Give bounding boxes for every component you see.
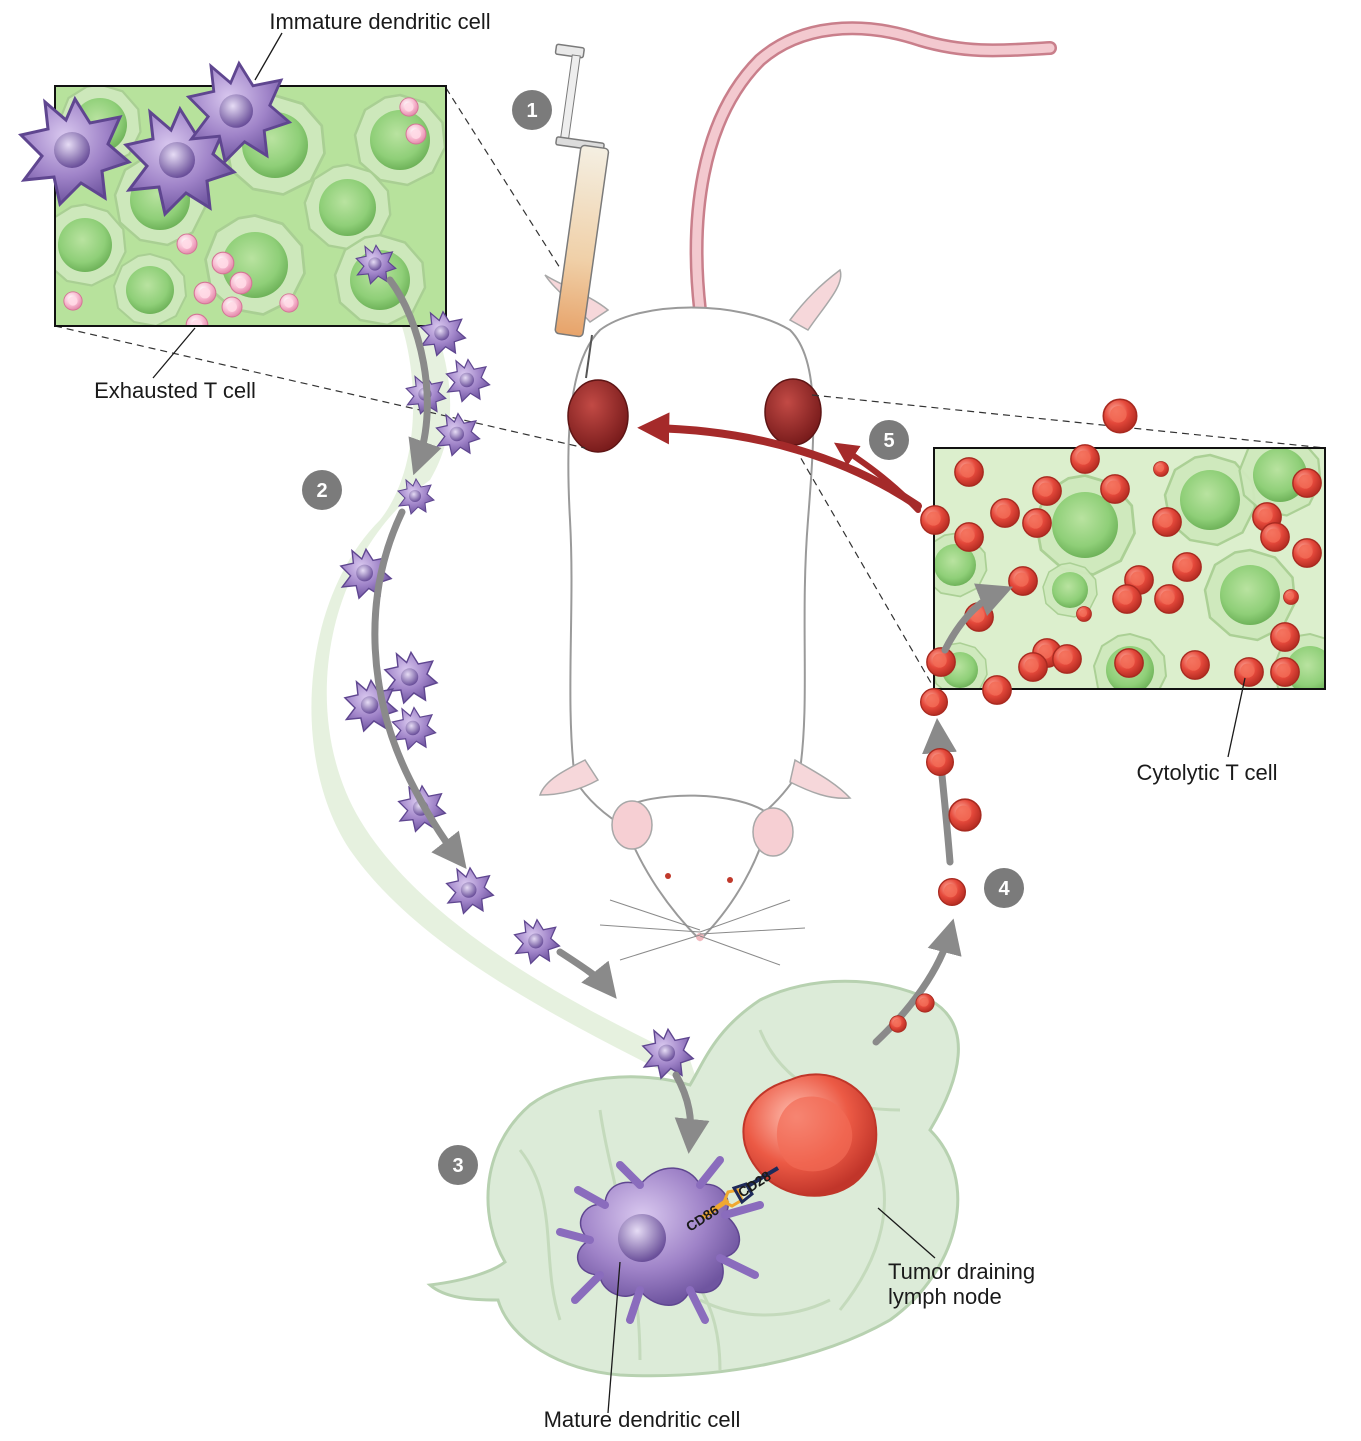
step-badges: 1 2 3 4 5: [302, 90, 1024, 1185]
tumor-left: [567, 379, 629, 453]
svg-text:1: 1: [526, 100, 537, 122]
step-4-badge: 4: [984, 868, 1024, 908]
step-3-badge: 3: [438, 1145, 478, 1185]
label-mature-dc: Mature dendritic cell: [544, 1407, 741, 1432]
cd86-cd28-interaction: [700, 1166, 780, 1221]
zoom-lines: [54, 87, 1326, 689]
leader-lines: [152, 32, 1246, 1414]
label-immature-dc: Immature dendritic cell: [269, 9, 490, 34]
label-cytolytic-t: Cytolytic T cell: [1136, 760, 1277, 785]
tumor-right: [764, 378, 822, 446]
migration-arrows: [371, 276, 1013, 1154]
step-2-badge: 2: [302, 470, 342, 510]
syringe-icon: [554, 43, 610, 379]
step-5-badge: 5: [869, 420, 909, 460]
svg-text:3: 3: [452, 1155, 463, 1177]
label-exhausted-t: Exhausted T cell: [94, 378, 256, 403]
svg-text:4: 4: [998, 878, 1010, 900]
mature-dendritic-cell: [556, 1156, 764, 1324]
killing-arrows: [637, 412, 922, 513]
label-lymph-node-1: Tumor draining: [888, 1259, 1035, 1284]
inset-cytolytic: [920, 398, 1326, 705]
activated-t-cell: [742, 1073, 878, 1197]
svg-text:5: 5: [883, 430, 894, 452]
label-lymph-node-2: lymph node: [888, 1284, 1002, 1309]
svg-text:2: 2: [316, 480, 327, 502]
step-1-badge: 1: [512, 90, 552, 130]
mouse-illustration: [538, 21, 1057, 966]
